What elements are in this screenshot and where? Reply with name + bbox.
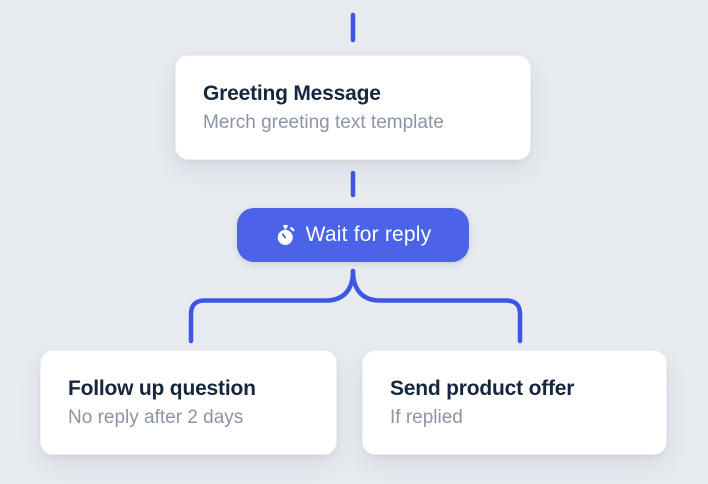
follow-up-question-node[interactable]: Follow up question No reply after 2 days (40, 350, 337, 455)
stopwatch-icon (275, 224, 296, 247)
send-product-offer-node[interactable]: Send product offer If replied (362, 350, 667, 455)
connector-branch-left (188, 268, 356, 344)
offer-node-title: Send product offer (390, 376, 575, 400)
greeting-message-node[interactable]: Greeting Message Merch greeting text tem… (175, 55, 531, 160)
connector-branch-right (350, 268, 523, 344)
greeting-node-title: Greeting Message (203, 81, 381, 105)
follow-up-node-title: Follow up question (68, 376, 256, 400)
follow-up-node-subtitle: No reply after 2 days (68, 407, 244, 429)
greeting-node-subtitle: Merch greeting text template (203, 112, 444, 134)
wait-node-label: Wait for reply (305, 223, 432, 246)
offer-node-subtitle: If replied (390, 407, 463, 429)
wait-for-reply-node[interactable]: Wait for reply (237, 208, 469, 262)
